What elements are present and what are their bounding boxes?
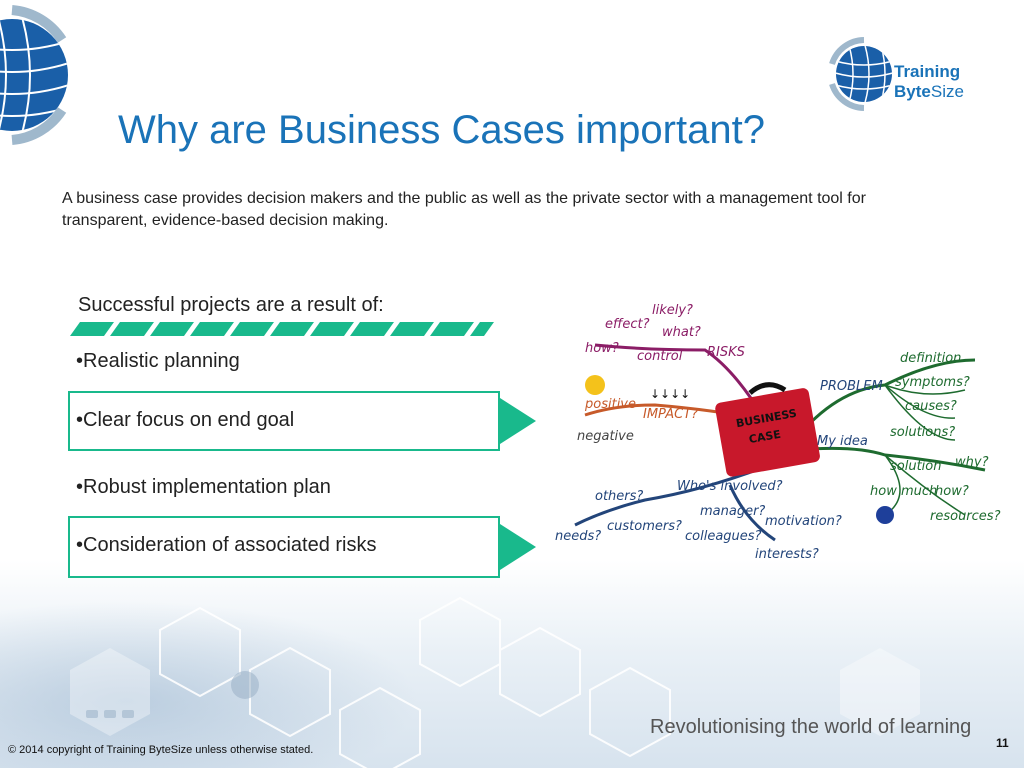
mm-resources: resources?: [930, 509, 1001, 524]
mm-negative: negative: [577, 429, 634, 444]
arrow-right-icon: [500, 398, 536, 444]
hexagon-pattern: [70, 596, 920, 768]
mm-impact: IMPACT?: [643, 407, 698, 422]
bullet-associated-risks: •Consideration of associated risks: [76, 534, 377, 556]
mm-others: others?: [595, 489, 643, 504]
mm-how-2: how?: [935, 484, 969, 499]
arrow-right-icon: [500, 524, 536, 570]
mm-customers: customers?: [607, 519, 682, 534]
mm-control: control: [637, 349, 683, 364]
mm-likely: likely?: [652, 303, 693, 318]
mm-causes: causes?: [905, 399, 957, 414]
highlight-box-2: •Consideration of associated risks: [68, 516, 500, 578]
mm-colleagues: colleagues?: [685, 529, 762, 544]
globe-icon: [829, 37, 892, 111]
mm-risks: RISKS: [707, 345, 745, 360]
sun-icon: [585, 375, 605, 395]
mm-definition: definition: [900, 351, 961, 366]
money-bag-icon: [876, 506, 894, 524]
mm-what: what?: [662, 325, 701, 340]
logo-text-size: Size: [930, 82, 964, 101]
subheading: Successful projects are a result of:: [78, 294, 384, 316]
mm-how: how?: [585, 341, 619, 356]
dashed-divider: [70, 322, 494, 336]
logo-text-training: Training: [894, 62, 961, 81]
mm-symptoms: symptoms?: [895, 375, 970, 390]
mm-how-much: how much: [870, 484, 937, 499]
logo-text-byte: Byte: [894, 82, 931, 101]
bullet-realistic-planning: •Realistic planning: [76, 350, 240, 372]
mm-solutions: solutions?: [890, 425, 955, 440]
slogan: Revolutionising the world of learning: [650, 716, 972, 738]
mm-problem: PROBLEM: [820, 379, 883, 394]
bullet-robust-implementation: •Robust implementation plan: [76, 476, 331, 498]
globe-logo-left: [0, 5, 68, 145]
mm-solution: solution: [890, 459, 941, 474]
background-gradient: [0, 560, 1024, 768]
mm-down-arrows: ↓↓↓↓: [650, 387, 690, 401]
mm-whos-involved: Who's involved?: [677, 479, 783, 494]
mm-effect: effect?: [605, 317, 650, 332]
mm-my-idea: My idea: [817, 434, 868, 449]
slide-title: Why are Business Cases important?: [118, 108, 765, 152]
background-glow: [0, 600, 420, 768]
mm-interests: interests?: [755, 547, 819, 562]
training-bytesize-logo: [826, 34, 976, 112]
logo-text-bytesize: ByteSize: [894, 82, 964, 102]
mindmap-center-line2: CASE: [748, 428, 782, 446]
mm-needs: needs?: [555, 529, 601, 544]
mm-manager: manager?: [700, 504, 765, 519]
bullet-clear-focus: •Clear focus on end goal: [76, 409, 295, 431]
intro-paragraph: A business case provides decision makers…: [62, 190, 866, 229]
highlight-box-1: •Clear focus on end goal: [68, 391, 500, 451]
page-number: 11: [996, 736, 1009, 750]
mm-motivation: motivation?: [765, 514, 842, 529]
business-case-mindmap: BUSINESS CASE effect? likely? what? how?…: [555, 303, 1001, 562]
copyright-footer: © 2014 copyright of Training ByteSize un…: [8, 744, 314, 756]
mm-why: why?: [955, 455, 989, 470]
mm-positive: positive: [584, 397, 636, 412]
